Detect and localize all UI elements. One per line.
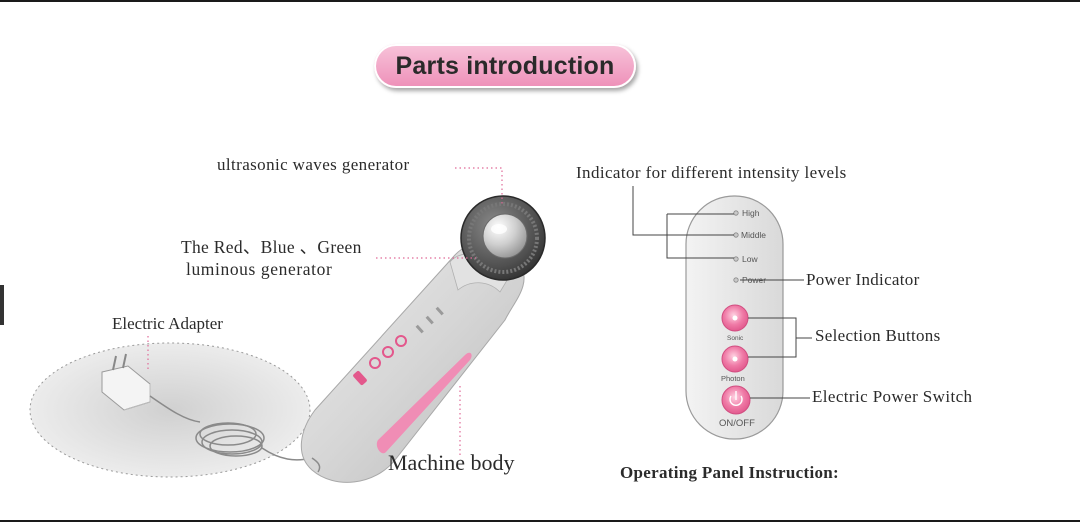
leader-low: [666, 214, 734, 259]
panel-buttons: [721, 304, 751, 415]
label-rgb-line1: The Red、Blue 、Green: [181, 237, 362, 257]
power-led-text: Power: [742, 275, 767, 285]
body-markings: [415, 306, 444, 334]
power-icon: [729, 391, 743, 406]
adapter-area: [29, 342, 313, 478]
adapter-plug-icon: [101, 353, 151, 411]
led-power: [733, 277, 739, 283]
leader-indicator-main: [632, 186, 734, 236]
label-power-switch: Electric Power Switch: [812, 387, 973, 406]
label-rgb-line2: luminous generator: [186, 259, 333, 279]
title-banner: Parts introduction: [374, 44, 636, 88]
label-panel-caption: Operating Panel Instruction:: [620, 463, 840, 482]
sonic-text: Sonic: [727, 335, 744, 342]
level-high-text: High: [742, 208, 760, 218]
top-border: [0, 0, 1080, 2]
led-middle: [733, 232, 739, 238]
onoff-text: ON/OFF: [719, 418, 755, 429]
panel-leaders: [632, 186, 812, 399]
page-title: Parts introduction: [395, 51, 615, 80]
led-high: [733, 210, 739, 216]
bottom-border: [0, 520, 1080, 522]
level-middle-text: Middle: [741, 230, 767, 240]
led-low: [733, 256, 739, 262]
brand-logo: [353, 335, 407, 386]
level-low-text: Low: [742, 254, 758, 264]
label-selection-buttons: Selection Buttons: [815, 326, 941, 345]
label-ultrasonic: ultrasonic waves generator: [217, 155, 410, 174]
device-leaders: [147, 167, 503, 455]
ultrasonic-head: [460, 195, 546, 281]
photon-text: Photon: [721, 374, 745, 383]
label-machine-body: Machine body: [388, 450, 515, 475]
machine-body: [300, 242, 525, 483]
side-stripe: [376, 352, 472, 454]
edge-mark: [0, 285, 4, 325]
label-power-indicator: Power Indicator: [806, 270, 920, 289]
operating-panel: [685, 195, 784, 440]
level-leds: [733, 210, 739, 283]
label-adapter: Electric Adapter: [112, 314, 223, 333]
label-indicator: Indicator for different intensity levels: [576, 163, 847, 182]
